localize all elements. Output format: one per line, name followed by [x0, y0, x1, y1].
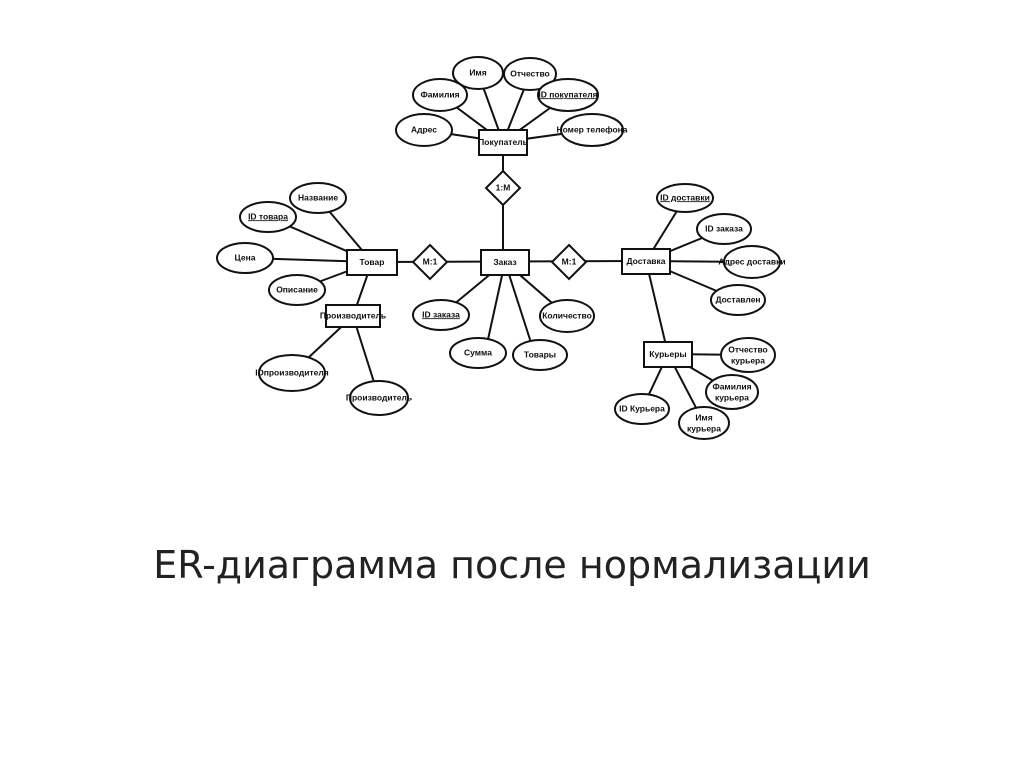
svg-text:Производитель: Производитель — [346, 392, 412, 402]
attribute-sum: Сумма — [449, 337, 507, 369]
svg-text:Доставлен: Доставлен — [715, 294, 760, 304]
svg-text:Количество: Количество — [542, 310, 592, 320]
svg-text:Название: Название — [298, 192, 338, 202]
svg-text:ID заказа: ID заказа — [705, 223, 743, 233]
svg-text:Отчество: Отчество — [510, 68, 550, 78]
svg-text:IDпроизводителя: IDпроизводителя — [255, 367, 329, 377]
attribute-delivery-address: Адрес доставки — [718, 245, 786, 279]
attribute-courier-id: ID Курьера — [614, 393, 670, 425]
attribute-address: Адрес — [395, 113, 453, 147]
svg-text:курьера: курьера — [715, 392, 749, 402]
svg-text:Товары: Товары — [524, 349, 556, 359]
attribute-order-id: ID заказа — [412, 299, 470, 331]
attribute-price: Цена — [216, 242, 274, 274]
svg-text:Имя: Имя — [695, 412, 712, 422]
svg-text:Фамилия: Фамилия — [420, 89, 459, 99]
svg-text:ID Курьера: ID Курьера — [619, 403, 665, 413]
entity-product: Товар — [346, 249, 398, 276]
svg-text:Номер телефона: Номер телефона — [556, 124, 627, 134]
slide-caption: ER-диаграмма после нормализации — [153, 543, 871, 587]
svg-text:Описание: Описание — [276, 284, 318, 294]
svg-text:M:1: M:1 — [562, 256, 577, 266]
svg-text:M:1: M:1 — [423, 256, 438, 266]
relationship-customer-order: 1:M — [484, 169, 522, 207]
svg-text:Сумма: Сумма — [464, 347, 492, 357]
relationship-order-delivery: M:1 — [550, 243, 588, 281]
svg-text:Адрес доставки: Адрес доставки — [718, 256, 785, 266]
attribute-goods: Товары — [512, 339, 568, 371]
svg-text:Цена: Цена — [235, 252, 256, 262]
svg-text:ID доставки: ID доставки — [660, 192, 710, 202]
attribute-surname: Фамилия — [412, 78, 468, 112]
attribute-customer-id: ID покупателя — [537, 78, 599, 112]
svg-text:курьера: курьера — [687, 423, 721, 433]
entity-delivery: Доставка — [621, 248, 671, 275]
attribute-first-name: Имя — [452, 56, 504, 90]
svg-text:Товар: Товар — [360, 257, 385, 267]
svg-text:1:M: 1:M — [496, 182, 511, 192]
attribute-product-name: Название — [289, 182, 347, 214]
attribute-phone: Номер телефона — [556, 113, 628, 147]
svg-text:ID товара: ID товара — [248, 211, 288, 221]
attribute-manufacturer-name: Производитель — [346, 380, 412, 416]
entity-order: Заказ — [480, 249, 530, 276]
attribute-patronymic: Отчество — [503, 57, 557, 91]
svg-text:Фамилия: Фамилия — [712, 381, 751, 391]
svg-text:Имя: Имя — [469, 67, 486, 77]
entity-couriers: Курьеры — [643, 341, 693, 368]
attribute-product-id: ID товара — [239, 201, 297, 233]
attribute-quantity: Количество — [539, 299, 595, 333]
attribute-description: Описание — [268, 274, 326, 306]
svg-text:Производитель: Производитель — [320, 310, 386, 320]
entity-manufacturer: Производитель — [320, 304, 386, 328]
attribute-delivered: Доставлен — [710, 284, 766, 316]
svg-text:Адрес: Адрес — [411, 124, 437, 134]
svg-text:ID покупателя: ID покупателя — [538, 89, 597, 99]
svg-text:Заказ: Заказ — [493, 257, 516, 267]
svg-text:Курьеры: Курьеры — [649, 349, 686, 359]
attribute-delivery-id: ID доставки — [656, 183, 714, 213]
attribute-delivery-order-id: ID заказа — [696, 213, 752, 245]
attribute-manufacturer-id: IDпроизводителя — [255, 354, 329, 392]
relationship-product-order: M:1 — [411, 243, 449, 281]
svg-text:Доставка: Доставка — [626, 256, 665, 266]
svg-text:ID заказа: ID заказа — [422, 309, 460, 319]
svg-text:Отчество: Отчество — [728, 344, 768, 354]
entity-customer: Покупатель — [478, 129, 528, 156]
svg-text:Покупатель: Покупатель — [478, 137, 528, 147]
svg-text:курьера: курьера — [731, 355, 765, 365]
